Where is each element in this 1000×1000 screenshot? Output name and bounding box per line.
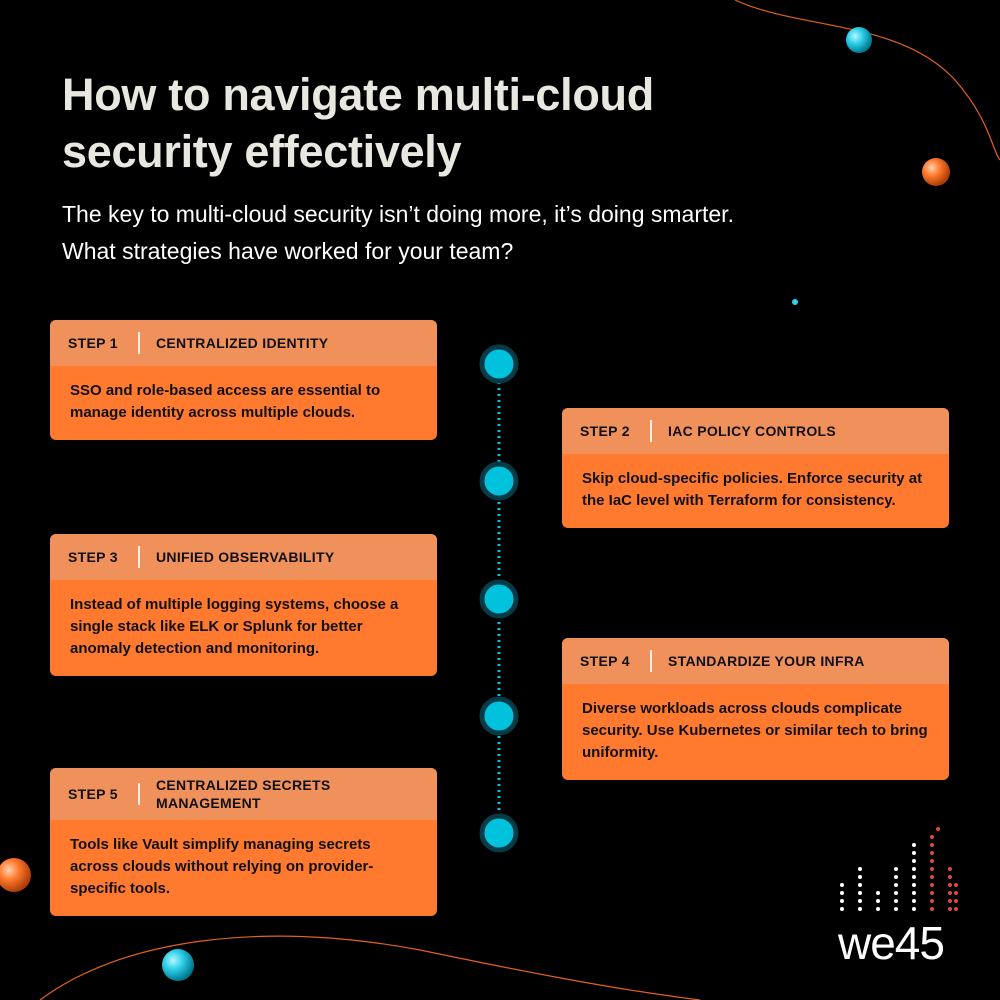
timeline-node-2 bbox=[479, 461, 519, 501]
logo-mark bbox=[840, 827, 958, 911]
timeline-node-5 bbox=[479, 813, 519, 853]
step-card-header: STEP 3 UNIFIED OBSERVABILITY bbox=[50, 534, 437, 580]
step-description: Skip cloud-specific policies. Enforce se… bbox=[582, 470, 923, 509]
step-title: STANDARDIZE YOUR INFRA bbox=[668, 653, 865, 669]
page-title: How to navigate multi-cloud security eff… bbox=[62, 69, 654, 177]
curve-bottom-left bbox=[39, 935, 701, 1000]
timeline-node-4 bbox=[479, 696, 519, 736]
sphere-cyan-top bbox=[846, 27, 872, 53]
step-title: CENTRALIZED SECRETS MANAGEMENT bbox=[156, 777, 331, 811]
step-label: STEP 5 bbox=[68, 786, 118, 802]
divider bbox=[650, 650, 652, 672]
step-title: UNIFIED OBSERVABILITY bbox=[156, 549, 335, 565]
step-label: STEP 4 bbox=[580, 653, 630, 669]
step-description: Tools like Vault simplify managing secre… bbox=[70, 836, 374, 897]
divider bbox=[138, 546, 140, 568]
step-card-header: STEP 1 CENTRALIZED IDENTITY bbox=[50, 320, 437, 366]
step-card-4: STEP 4 STANDARDIZE YOUR INFRA Diverse wo… bbox=[562, 638, 949, 780]
sphere-orange-left bbox=[0, 858, 31, 892]
subtitle-line-2: What strategies have worked for your tea… bbox=[62, 238, 514, 264]
step-card-1: STEP 1 CENTRALIZED IDENTITY SSO and role… bbox=[50, 320, 437, 440]
step-card-header: STEP 5 CENTRALIZED SECRETS MANAGEMENT bbox=[50, 768, 437, 820]
step-card-2: STEP 2 IAC POLICY CONTROLS Skip cloud-sp… bbox=[562, 408, 949, 528]
step-label: STEP 2 bbox=[580, 423, 630, 439]
subtitle: The key to multi-cloud security isn’t do… bbox=[62, 196, 922, 270]
divider bbox=[138, 783, 140, 805]
sphere-orange-top bbox=[922, 158, 950, 186]
sphere-cyan-bottom bbox=[162, 949, 194, 981]
step-title: CENTRALIZED IDENTITY bbox=[156, 335, 329, 351]
timeline-nodes bbox=[479, 344, 519, 853]
step-card-header: STEP 2 IAC POLICY CONTROLS bbox=[562, 408, 949, 454]
step-description: SSO and role-based access are essential … bbox=[70, 382, 381, 421]
divider bbox=[138, 332, 140, 354]
subtitle-line-1: The key to multi-cloud security isn’t do… bbox=[62, 201, 734, 227]
step-label: STEP 3 bbox=[68, 549, 118, 565]
step-card-header: STEP 4 STANDARDIZE YOUR INFRA bbox=[562, 638, 949, 684]
step-description: Diverse workloads across clouds complica… bbox=[582, 700, 928, 761]
brand-logo: we45 bbox=[838, 917, 945, 969]
step-card-3: STEP 3 UNIFIED OBSERVABILITY Instead of … bbox=[50, 534, 437, 676]
step-title: IAC POLICY CONTROLS bbox=[668, 423, 837, 439]
timeline-node-1 bbox=[479, 344, 519, 384]
step-description: Instead of multiple logging systems, cho… bbox=[70, 596, 399, 657]
step-label: STEP 1 bbox=[68, 335, 118, 351]
timeline-node-3 bbox=[479, 579, 519, 619]
step-card-5: STEP 5 CENTRALIZED SECRETS MANAGEMENT To… bbox=[50, 768, 437, 916]
dot-cyan-small bbox=[792, 299, 798, 305]
divider bbox=[650, 420, 652, 442]
